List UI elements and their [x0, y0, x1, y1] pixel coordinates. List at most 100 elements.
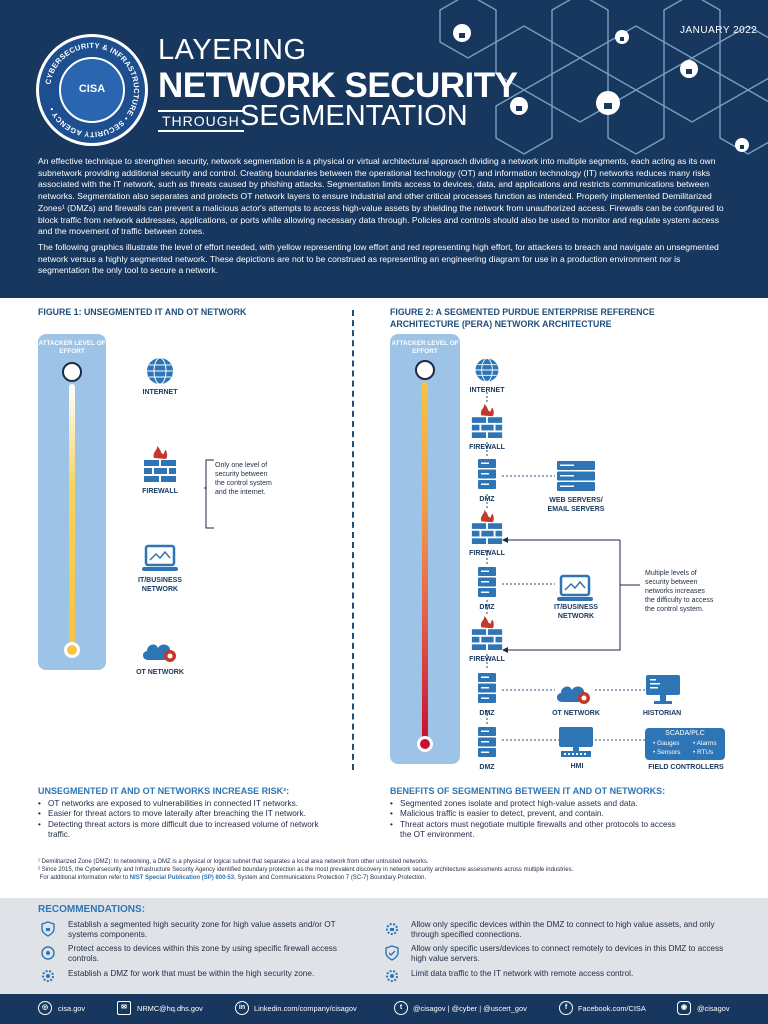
hexagon-network-graphic [439, 0, 768, 155]
server-icon-dmz-3 [478, 673, 496, 703]
cisa-seal-logo: CYBERSECURITY & INFRASTRUCTURE • SECURIT… [36, 34, 148, 146]
figure2-hmi-label: HMI [570, 763, 584, 770]
figure2-effort-panel: ATTACKER LEVEL OF EFFORT [390, 334, 460, 764]
footer-twitter-link[interactable]: @cisagov | @cyber | @uscert_gov [413, 1004, 527, 1013]
figure2-web-servers-label: WEB SERVERS/ EMAIL SERVERS [547, 497, 605, 513]
footnote-1: ¹ Demilitarized Zone (DMZ): In networkin… [38, 859, 429, 865]
risk-item: Detecting threat actors is more difficul… [38, 820, 338, 841]
rec-left-2: Protect access to devices within this zo… [68, 944, 337, 964]
figure2-hacker-icon [415, 360, 435, 380]
rec-right-1: Allow only specific devices within the D… [411, 920, 715, 940]
scada-rtus-text: RTUs [697, 749, 714, 756]
firewall-icon [144, 446, 176, 482]
hmi-icon [559, 727, 593, 757]
figure1-effort-bar [69, 384, 75, 646]
nist-link[interactable]: NIST Special Publication (SP) 800-53 [129, 875, 235, 882]
cloud-gear-icon-2 [556, 686, 590, 704]
figure1-effort-panel: ATTACKER LEVEL OF EFFORT [38, 334, 106, 670]
footer-facebook-link[interactable]: Facebook.com/CISA [578, 1004, 646, 1013]
seal-acronym: CISA [78, 83, 106, 95]
figure1-callout-text: Only one level of security between the c… [215, 462, 272, 496]
figure2-it-business-label: IT/BUSINESS NETWORK [554, 604, 598, 620]
figure1-it-business-label: IT/BUSINESS NETWORK [138, 577, 182, 593]
laptop-icon-2 [557, 574, 593, 601]
scada-gauges: • Gauges [653, 740, 680, 747]
scada-plc-box: SCADA/PLC • Gauges • Alarms • Sensors • … [645, 728, 725, 760]
server-icon-dmz-1 [478, 459, 496, 489]
firewall-icon-2 [471, 404, 503, 438]
twitter-icon: t [394, 1001, 408, 1015]
figure2-field-controllers-label: FIELD CONTROLLERS [648, 764, 724, 771]
seal-eagle: CISA [59, 57, 125, 123]
firewall-icon-4 [471, 616, 503, 650]
figure1-title: FIGURE 1: UNSEGMENTED IT AND OT NETWORK [38, 307, 247, 317]
title-line-3: SEGMENTATION [240, 100, 468, 132]
instagram-icon: ◉ [677, 1001, 691, 1015]
publication-date: JANUARY 2022 [680, 25, 758, 36]
settings-icon [386, 970, 398, 982]
scada-alarms-text: Alarms [696, 740, 717, 747]
web-server-icon [557, 461, 595, 491]
figure1-hacker-icon [62, 362, 82, 382]
scada-alarms: • Alarms [693, 740, 717, 747]
footer-site-link[interactable]: cisa.gov [58, 1004, 86, 1013]
figure2-dmz-label-2: DMZ [479, 604, 495, 611]
footer-email-link[interactable]: NRMC@hq.dhs.gov [137, 1004, 203, 1013]
figure2-dmz-label-3: DMZ [479, 710, 495, 717]
footnote-3-suffix: , System and Communications Protection 7… [234, 875, 427, 882]
risk-title: UNSEGMENTED IT AND OT NETWORKS INCREASE … [38, 786, 290, 796]
intro-paragraph-1: An effective technique to strengthen sec… [38, 156, 724, 237]
benefits-list: Segmented zones isolate and protect high… [390, 799, 680, 841]
figure2-firewall-label-2: FIREWALL [469, 550, 505, 557]
benefit-item: Malicious traffic is easier to detect, p… [390, 809, 680, 820]
figure2-connectors [486, 392, 645, 741]
footer-linkedin-link[interactable]: Linkedin.com/company/cisagov [254, 1004, 357, 1013]
monitor-icon [646, 675, 680, 704]
footnote-2: ² Since 2015, the Cybersecurity and Infr… [38, 867, 574, 874]
server-icon-dmz-4 [478, 727, 496, 757]
scada-rtus: • RTUs [693, 749, 714, 756]
rec-right-2: Allow only specific users/devices to con… [411, 944, 724, 964]
rec-left-1: Establish a segmented high security zone… [68, 920, 336, 940]
intro-paragraph-2: The following graphics illustrate the le… [38, 241, 719, 276]
cog-icon [42, 970, 54, 982]
footnote-3: For additional information refer to NIST… [38, 874, 738, 882]
title-line-1: LAYERING [158, 34, 307, 66]
rec-left-3: Establish a DMZ for work that must be wi… [68, 969, 315, 978]
scada-sensors-text: Sensors [657, 749, 681, 756]
scada-title: SCADA/PLC [665, 730, 705, 737]
figure2-title-line1: FIGURE 2: A SEGMENTED PURDUE ENTERPRISE … [390, 307, 655, 317]
figure1-internet-label: INTERNET [142, 389, 178, 396]
figure1-effort-end-dot [64, 642, 80, 658]
figure2-firewall-label-1: FIREWALL [469, 444, 505, 451]
gear-shield-icon [41, 946, 55, 960]
figure2-dmz-label-4: DMZ [479, 764, 495, 771]
server-icon-dmz-2 [478, 567, 496, 597]
footer-instagram-link[interactable]: @cisagov [697, 1004, 730, 1013]
benefit-item: Segmented zones isolate and protect high… [390, 799, 680, 810]
figure2-ot-network-label: OT NETWORK [552, 710, 600, 717]
title-line-2: NETWORK SECURITY [158, 66, 518, 105]
figure1-callout-bracket [204, 459, 214, 529]
globe-icon-2 [475, 358, 499, 382]
laptop-icon [142, 544, 178, 571]
linkedin-icon: in [235, 1001, 249, 1015]
figure2-historian-label: HISTORIAN [642, 710, 682, 717]
facebook-icon: f [559, 1001, 573, 1015]
rec-right-3: Limit data traffic to the IT network wit… [411, 969, 634, 978]
risk-item: Easier for threat actors to move lateral… [38, 809, 338, 820]
figure2-effort-end-dot [417, 736, 433, 752]
footnotes: ¹ Demilitarized Zone (DMZ): In networkin… [38, 858, 738, 883]
figure2-dmz-label-1: DMZ [479, 496, 495, 503]
figure2-title-line2: ARCHITECTURE (PERA) NETWORK ARCHITECTURE [390, 319, 612, 329]
recommendations-panel [0, 898, 768, 994]
figure2-effort-label: ATTACKER LEVEL OF EFFORT [391, 340, 459, 355]
figure2-title: FIGURE 2: A SEGMENTED PURDUE ENTERPRISE … [390, 306, 655, 330]
footer-bar [0, 994, 768, 1024]
cloud-gear-icon [142, 644, 176, 662]
risk-list: OT networks are exposed to vulnerabiliti… [38, 799, 338, 841]
title-through: THROUGH [158, 110, 244, 132]
figure2-internet-label: INTERNET [469, 387, 505, 394]
figure1-firewall-label: FIREWALL [142, 488, 178, 495]
firewall-icon-3 [471, 510, 503, 544]
